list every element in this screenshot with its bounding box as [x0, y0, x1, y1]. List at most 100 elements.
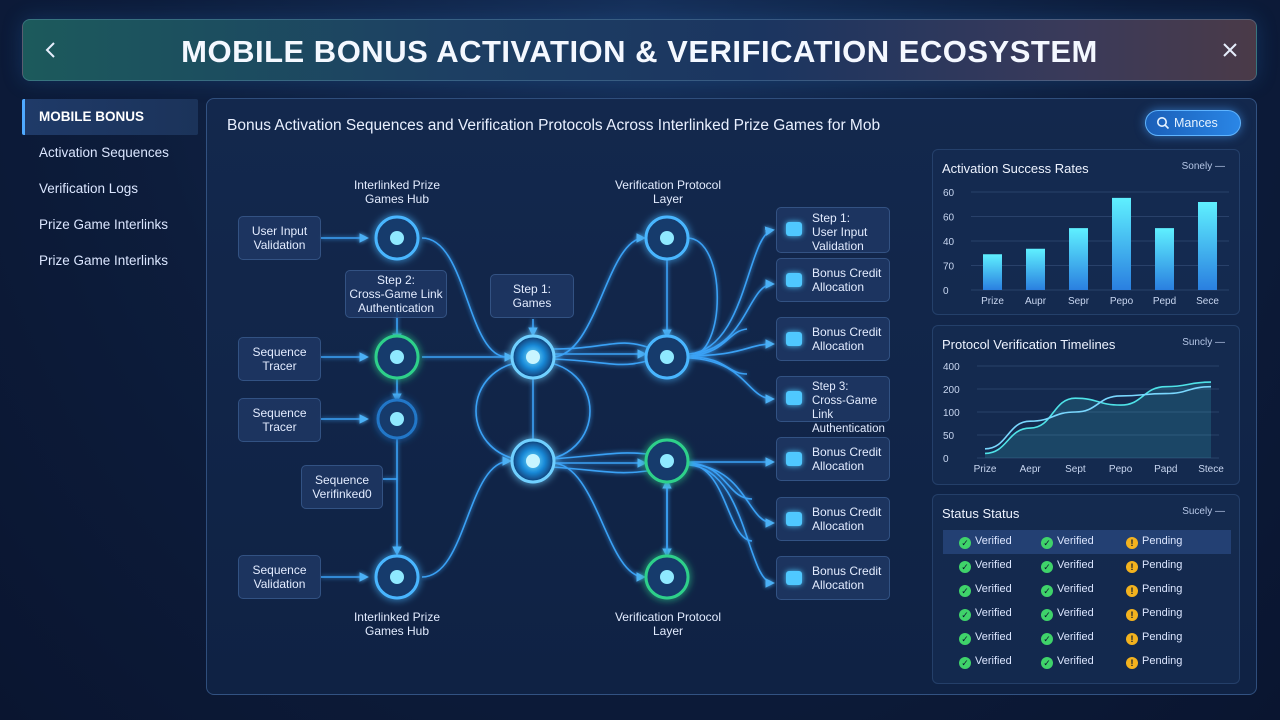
check-circle-icon: ✓	[1041, 657, 1053, 669]
output-box-2[interactable]: Bonus Credit Allocation	[776, 258, 890, 302]
y-tick-label: 60	[943, 188, 955, 199]
status-cell: ✓Verified	[1041, 607, 1094, 621]
status-cell: ✓Verified	[1041, 631, 1094, 645]
alert-circle-icon: !	[1126, 537, 1138, 549]
step1-games-box[interactable]: Step 1: Games	[490, 274, 574, 318]
sequence-verifinked-box[interactable]: Sequence Verifinked0	[301, 465, 383, 509]
check-circle-icon: ✓	[1041, 561, 1053, 573]
output-box-7[interactable]: Bonus Credit Allocation	[776, 556, 890, 600]
x-tick-label: Sept	[1065, 464, 1086, 475]
y-tick-label: 0	[943, 454, 949, 465]
card-title: Protocol Verification Timelines	[942, 337, 1116, 352]
main-panel: Bonus Activation Sequences and Verificat…	[206, 98, 1257, 695]
node-verify-top[interactable]	[644, 215, 690, 261]
check-circle-icon: ✓	[959, 585, 971, 597]
sequence-validation-box[interactable]: Sequence Validation	[238, 555, 321, 599]
y-tick-label: 50	[943, 431, 955, 442]
y-tick-label: 200	[943, 385, 960, 396]
bar	[1112, 197, 1131, 290]
status-text: Verified	[975, 559, 1012, 571]
table-row[interactable]: ✓Verified✓Verified!Pending	[943, 554, 1231, 578]
table-row[interactable]: ✓Verified ✓Verified !Pending	[943, 626, 1231, 650]
sidebar-item-mobile-bonus[interactable]: MOBILE BONUS	[22, 99, 198, 135]
manage-button[interactable]: Mances	[1145, 110, 1241, 136]
step2-auth-box[interactable]: Step 2: Cross-Game Link Authentication	[345, 270, 447, 318]
sidebar-item-verification-logs[interactable]: Verification Logs	[39, 181, 139, 196]
node-verify-bottom[interactable]	[644, 554, 690, 600]
x-tick-label: Aupr	[1025, 296, 1047, 307]
output-box-4[interactable]: Step 3: Cross-Game Link Authentication	[776, 376, 890, 435]
y-tick-label: 70	[943, 262, 955, 273]
status-text: Verified	[975, 583, 1012, 595]
check-circle-icon: ✓	[959, 561, 971, 573]
manage-button-label: Mances	[1174, 116, 1218, 130]
bar	[1026, 248, 1045, 290]
status-text: Verified	[1057, 655, 1094, 667]
series-line	[984, 385, 1212, 450]
node-central-top[interactable]	[510, 334, 556, 380]
table-row[interactable]: ✓Verified✓Verified!Pending	[943, 650, 1231, 674]
table-row[interactable]: ✓Verified✓Verified!Pending	[943, 578, 1231, 602]
y-tick-label: 100	[943, 408, 960, 419]
check-circle-icon: ✓	[959, 633, 971, 645]
status-cell: !Pending	[1126, 631, 1182, 645]
chevron-left-icon[interactable]	[39, 38, 63, 62]
check-circle-icon: ✓	[959, 609, 971, 621]
status-text: Verified	[975, 607, 1012, 619]
sequence-tracer-box-1[interactable]: Sequence Tracer	[238, 337, 321, 381]
sidebar-item-prize-game-interlinks-2[interactable]: Prize Game Interlinks	[39, 253, 169, 268]
verify-bottom-label: Verification Protocol Layer	[614, 610, 722, 638]
search-icon	[1157, 117, 1170, 130]
node-verify-low[interactable]	[644, 438, 690, 484]
status-cell: ✓Verified	[1041, 535, 1094, 549]
output-icon	[786, 391, 802, 405]
status-cell: ✓Verified	[959, 655, 1012, 669]
status-cell: !Pending	[1126, 583, 1182, 597]
card-title: Activation Success Rates	[942, 161, 1089, 176]
status-text: Verified	[1057, 559, 1094, 571]
node-hub-bottom[interactable]	[374, 554, 420, 600]
x-tick-label: Prize	[974, 464, 997, 475]
sequence-tracer-box-2[interactable]: Sequence Tracer	[238, 398, 321, 442]
output-box-6[interactable]: Bonus Credit Allocation	[776, 497, 890, 541]
node-tracer-1[interactable]	[374, 334, 420, 380]
sidebar: MOBILE BONUS Activation Sequences Verifi…	[22, 99, 198, 695]
node-verify-mid[interactable]	[644, 334, 690, 380]
node-hub-top[interactable]	[374, 215, 420, 261]
sidebar-item-prize-game-interlinks[interactable]: Prize Game Interlinks	[39, 217, 169, 232]
status-cell: ✓ Verified	[959, 607, 1012, 621]
x-tick-label: Sepr	[1068, 296, 1090, 307]
check-circle-icon: ✓	[959, 537, 971, 549]
alert-circle-icon: !	[1126, 585, 1138, 597]
status-cell: ✓ Verified	[959, 559, 1012, 573]
check-circle-icon: ✓	[1041, 633, 1053, 645]
sort-dropdown[interactable]: Sonely —	[1181, 161, 1225, 172]
output-icon	[786, 452, 802, 466]
status-cell: ✓Verified	[959, 631, 1012, 645]
table-row[interactable]: ✓Verified✓Verified!Pending	[943, 602, 1231, 626]
status-cell: !Pending	[1126, 607, 1182, 621]
status-text: Pending	[1142, 559, 1183, 571]
sidebar-item-activation-sequences[interactable]: Activation Sequences	[39, 145, 169, 160]
table-row[interactable]: ✓Verified ✓Verified! Pending	[943, 530, 1231, 554]
output-box-1[interactable]: Step 1: User Input Validation	[776, 207, 890, 253]
bar	[1069, 228, 1088, 290]
y-tick-label: 40	[943, 237, 955, 248]
user-input-validation-box[interactable]: User Input Validation	[238, 216, 321, 260]
status-text: Pending	[1142, 535, 1183, 547]
status-text: Verified	[1057, 607, 1094, 619]
status-text: Verified	[1057, 583, 1094, 595]
output-box-5[interactable]: Bonus Credit Allocation	[776, 437, 890, 481]
output-box-3[interactable]: Bonus Credit Allocation	[776, 317, 890, 361]
output-icon	[786, 273, 802, 287]
sort-dropdown[interactable]: Suncly —	[1182, 337, 1225, 348]
status-cell: !Pending	[1126, 655, 1182, 669]
sort-dropdown[interactable]: Sucely —	[1182, 506, 1225, 517]
node-central-bottom[interactable]	[510, 438, 556, 484]
status-cell: ✓Verified	[959, 535, 1012, 549]
verification-timeline-card: Protocol Verification Timelines Suncly —…	[932, 325, 1240, 485]
close-icon[interactable]	[1218, 38, 1242, 62]
x-tick-label: Stece	[1198, 464, 1224, 475]
node-tracer-2[interactable]	[376, 398, 418, 440]
